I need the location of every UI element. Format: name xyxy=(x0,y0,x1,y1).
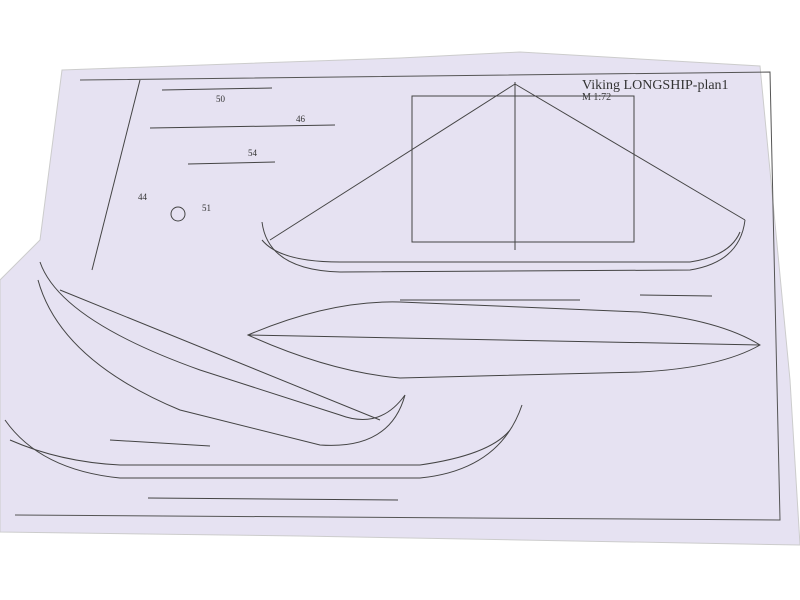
sail xyxy=(411,95,635,243)
part-disc-51 xyxy=(170,206,186,222)
direction-arrow xyxy=(109,439,211,447)
hull-line xyxy=(59,289,381,421)
hull-line xyxy=(261,231,741,263)
rigging-line xyxy=(269,83,516,241)
part-label-44: 44 xyxy=(138,192,148,202)
side-view-ship xyxy=(261,82,746,301)
plan-border xyxy=(14,71,781,521)
part-label-51: 51 xyxy=(202,203,211,213)
part-rod-54 xyxy=(187,161,276,165)
part-rod-46 xyxy=(149,124,336,129)
paper-sheet xyxy=(0,51,800,546)
hull-outline xyxy=(37,261,406,446)
hull-outline xyxy=(4,404,523,479)
part-label-54: 54 xyxy=(248,148,258,158)
part-rod-44 xyxy=(91,79,141,271)
lower-side-ship xyxy=(4,404,523,501)
perspective-ship xyxy=(37,261,406,446)
part-rod-50 xyxy=(161,87,273,91)
part-label-46: 46 xyxy=(296,114,306,124)
rigging-line xyxy=(514,83,746,221)
stand-base xyxy=(147,497,399,501)
direction-arrow xyxy=(639,294,713,297)
plan-scale: M 1:72 xyxy=(582,92,611,103)
part-drawings xyxy=(91,79,336,271)
keel-line xyxy=(247,334,761,346)
plan-title: Viking LONGSHIP-plan1 xyxy=(582,78,729,93)
hull-line xyxy=(9,429,511,466)
part-label-50: 50 xyxy=(216,94,226,104)
top-view-ship xyxy=(246,301,761,379)
hull-outline xyxy=(261,219,746,273)
